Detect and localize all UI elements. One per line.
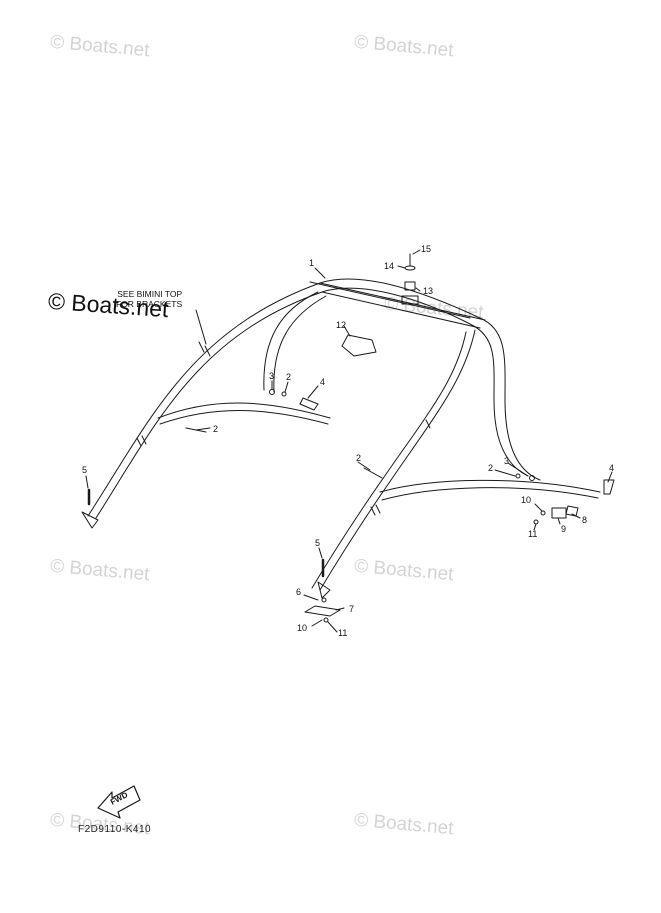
right-front-leg — [319, 329, 476, 591]
bracket-hatch — [425, 419, 431, 429]
callout-5: 5 — [82, 465, 88, 475]
leader — [335, 607, 345, 611]
leader — [557, 517, 561, 525]
leader — [494, 469, 516, 477]
screw-11 — [533, 519, 539, 525]
crossbar-back — [309, 281, 471, 319]
callout-8: 8 — [582, 515, 588, 525]
callout-7: 7 — [349, 604, 355, 614]
callout-14: 14 — [384, 261, 395, 271]
crossbar-top-inner — [321, 291, 481, 329]
callout-15: 15 — [421, 244, 432, 254]
leader — [533, 523, 537, 531]
tower-top-inner — [95, 287, 529, 519]
left-brace — [157, 402, 331, 419]
leader — [507, 462, 529, 477]
washer-14 — [404, 265, 416, 271]
leader — [314, 267, 326, 279]
callout-11: 11 — [528, 529, 538, 539]
washer — [321, 597, 327, 603]
nut-10 — [540, 510, 546, 516]
leader — [327, 621, 338, 633]
left-inner-leg-edge — [273, 295, 327, 393]
leader — [343, 325, 351, 337]
leader — [318, 547, 323, 559]
note-line: SEE BIMINI TOP — [117, 289, 183, 299]
callout-10: 10 — [521, 495, 532, 505]
callout-3: 3 — [504, 456, 510, 466]
callout-10: 10 — [297, 623, 308, 633]
right-brace — [379, 479, 601, 493]
bracket-hatch — [136, 435, 147, 447]
bolt-2 — [281, 391, 287, 397]
mount-13 — [401, 295, 419, 305]
callout-3: 3 — [269, 371, 275, 381]
spacer-13 — [404, 281, 416, 291]
callout-2: 2 — [286, 372, 292, 382]
right-front-leg-inner — [311, 331, 467, 589]
callout-5: 5 — [315, 538, 321, 548]
leader — [607, 471, 613, 483]
note-line: FOR BRACKETS — [116, 299, 183, 309]
plate-9 — [551, 507, 567, 519]
left-foot — [81, 511, 99, 529]
callout-13: 13 — [423, 286, 434, 296]
left-brace-inner — [159, 410, 329, 425]
callout-4: 4 — [320, 377, 326, 387]
left-inner-leg — [263, 291, 319, 391]
callout-11: 11 — [338, 628, 348, 638]
leader — [284, 381, 289, 393]
nut — [323, 617, 329, 623]
leader — [195, 309, 207, 345]
callout-12: 12 — [336, 320, 347, 330]
callout-4: 4 — [609, 463, 615, 473]
leader — [415, 287, 421, 292]
bolt-3b — [529, 475, 535, 481]
leader — [357, 461, 371, 471]
bracket-hatch — [370, 504, 381, 516]
clamp-4 — [299, 397, 319, 411]
callout-1: 1 — [309, 258, 315, 268]
clamp-4b — [603, 479, 615, 495]
leader — [311, 619, 323, 627]
leader — [195, 427, 211, 431]
pad-12 — [341, 334, 377, 357]
leader — [85, 475, 89, 489]
leader — [303, 594, 319, 601]
leader — [307, 385, 319, 399]
bracket-hatch — [198, 341, 211, 357]
right-foot — [317, 581, 331, 599]
leader — [412, 249, 421, 255]
callout-2: 2 — [488, 463, 494, 473]
tower-top-outer — [87, 278, 541, 517]
fwd-arrow-icon — [97, 785, 141, 819]
leader — [534, 503, 543, 512]
leader — [397, 265, 406, 269]
leader — [571, 513, 581, 519]
right-brace-inner — [381, 487, 599, 501]
callout-2: 2 — [356, 453, 362, 463]
diagram-code: F2D9110-K410 — [78, 824, 152, 835]
callout-6: 6 — [296, 587, 302, 597]
clip-2b — [363, 467, 383, 479]
base-plate — [304, 605, 341, 617]
callout-2: 2 — [213, 424, 219, 434]
bimini-note: SEE BIMINI TOP FOR BRACKETS — [116, 289, 182, 309]
bolt-2c — [515, 473, 521, 479]
callout-9: 9 — [561, 524, 567, 534]
